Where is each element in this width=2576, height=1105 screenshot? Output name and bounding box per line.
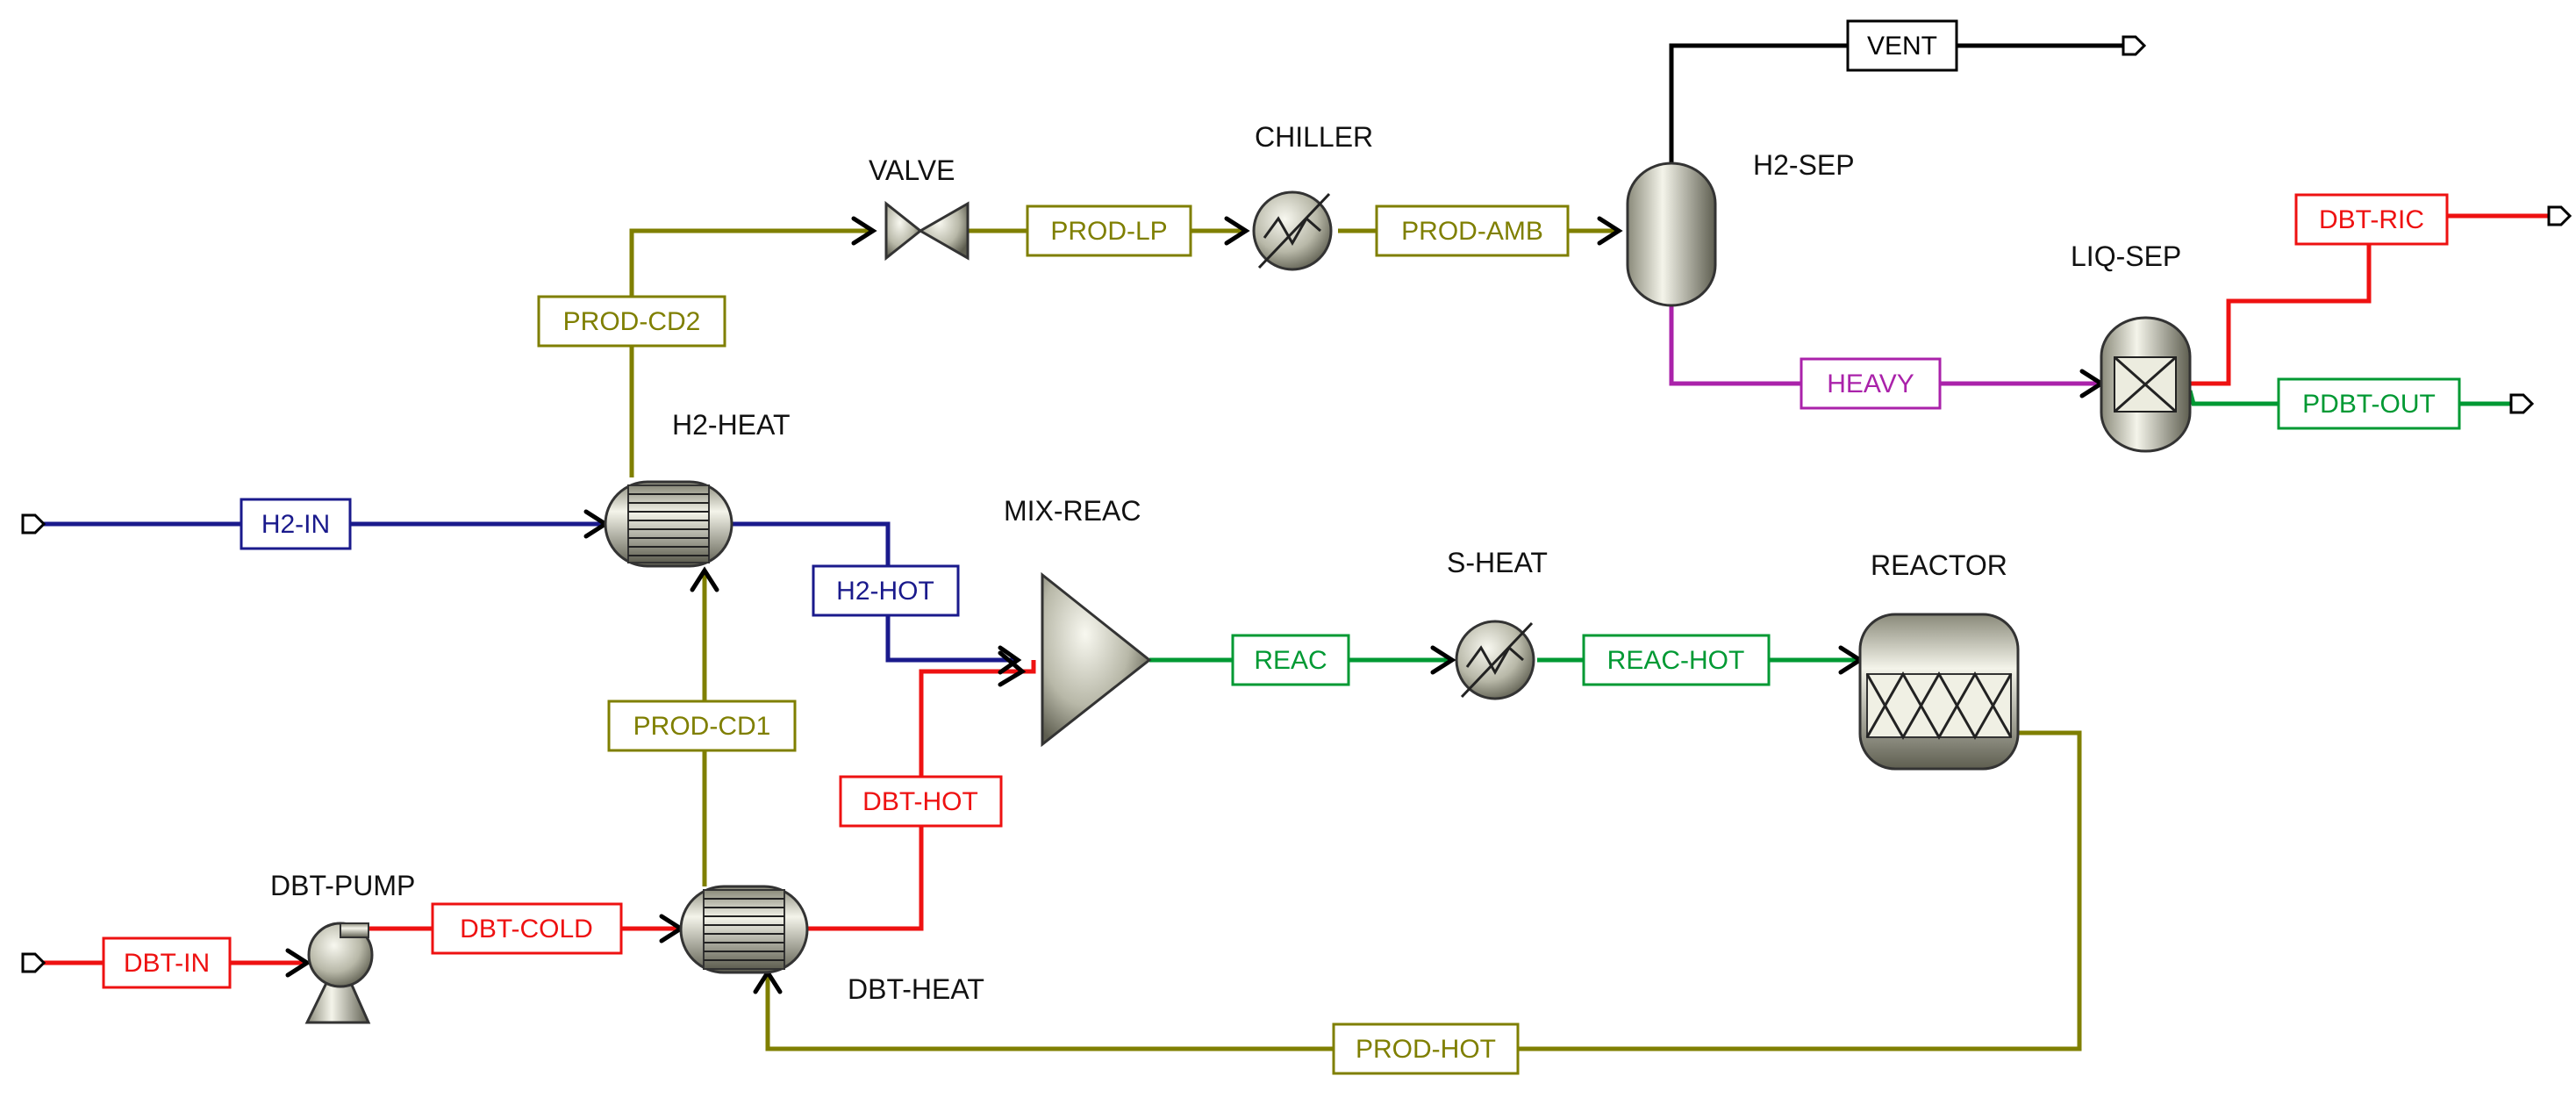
reactor-icon[interactable]	[1858, 613, 2020, 771]
arrow-prod-amb	[1597, 216, 1623, 246]
stream-tag-dbt-ric-text: DBT-RIC	[2319, 205, 2424, 234]
stream-tag-prod-cd2[interactable]: PROD-CD2	[537, 295, 726, 348]
stream-tag-h2-hot[interactable]: H2-HOT	[812, 564, 960, 617]
stream-prod-cd2-line[interactable]	[629, 228, 873, 477]
block-label-dbt-pump: DBT-PUMP	[270, 870, 415, 901]
stream-tag-prod-lp-text: PROD-LP	[1050, 217, 1167, 246]
stream-tag-pdbt-out[interactable]: PDBT-OUT	[2277, 377, 2461, 430]
product-port-pdbt-out-icon	[2509, 393, 2535, 414]
valve-icon[interactable]	[884, 200, 970, 262]
stream-tag-dbt-in-text: DBT-IN	[124, 949, 210, 978]
stream-vent-line[interactable]	[1669, 43, 2123, 174]
chiller-icon[interactable]	[1252, 190, 1333, 271]
arrow-dbt-in	[285, 948, 311, 978]
stream-tag-prod-hot[interactable]: PROD-HOT	[1332, 1022, 1520, 1075]
arrow-reac	[1430, 645, 1456, 675]
stream-tag-dbt-cold[interactable]: DBT-COLD	[431, 902, 623, 955]
stream-dbt-hot-line[interactable]	[807, 660, 1036, 931]
stream-tag-prod-cd2-text: PROD-CD2	[563, 307, 701, 336]
block-label-reactor: REACTOR	[1871, 549, 2007, 581]
stream-tag-h2-hot-text: H2-HOT	[836, 577, 934, 606]
s-heat-heater-icon[interactable]	[1455, 620, 1535, 700]
stream-tag-prod-cd1-text: PROD-CD1	[633, 712, 771, 741]
stream-tag-reac-hot[interactable]: REAC-HOT	[1582, 634, 1771, 686]
stream-tag-pdbt-out-text: PDBT-OUT	[2302, 390, 2436, 419]
stream-prod-hot-line[interactable]	[765, 730, 2082, 1051]
product-port-dbt-ric-icon	[2547, 205, 2572, 226]
arrow-prod-cd1	[690, 566, 719, 592]
stream-tag-dbt-ric[interactable]: DBT-RIC	[2294, 193, 2449, 246]
stream-tag-prod-lp[interactable]: PROD-LP	[1026, 204, 1192, 257]
block-label-s-heat: S-HEAT	[1447, 547, 1548, 578]
arrow-dbt-hot	[998, 650, 1027, 687]
stream-tag-dbt-in[interactable]: DBT-IN	[102, 936, 232, 989]
block-label-chiller: CHILLER	[1255, 121, 1373, 153]
arrow-prod-lp	[1224, 216, 1250, 246]
stream-tag-prod-amb[interactable]: PROD-AMB	[1375, 204, 1570, 257]
liq-sep-separator-icon[interactable]	[2100, 316, 2192, 453]
block-label-dbt-heat: DBT-HEAT	[848, 973, 984, 1005]
block-label-mix-reac: MIX-REAC	[1004, 495, 1141, 527]
block-label-h2-sep: H2-SEP	[1753, 149, 1855, 181]
stream-tag-vent[interactable]: VENT	[1846, 19, 1958, 72]
stream-tag-reac-hot-text: REAC-HOT	[1607, 646, 1745, 675]
stream-heavy-line[interactable]	[1669, 301, 2101, 386]
stream-tag-h2-in[interactable]: H2-IN	[240, 498, 352, 550]
dbt-heat-exchanger-icon[interactable]	[679, 885, 809, 974]
feed-port-dbt-in-icon	[21, 952, 47, 973]
h2-sep-flash-drum-icon[interactable]	[1626, 161, 1717, 307]
product-port-vent-icon	[2122, 35, 2147, 56]
arrow-h2-hot	[998, 645, 1022, 675]
dbt-pump-icon[interactable]	[304, 922, 374, 1024]
arrow-prod-cd2	[851, 216, 877, 246]
stream-tag-prod-hot-text: PROD-HOT	[1356, 1035, 1496, 1064]
stream-tag-prod-cd1[interactable]: PROD-CD1	[607, 700, 797, 752]
stream-tag-reac[interactable]: REAC	[1231, 634, 1350, 686]
stream-tag-heavy-text: HEAVY	[1827, 370, 1914, 398]
stream-tag-prod-amb-text: PROD-AMB	[1401, 217, 1543, 246]
stream-tag-h2-in-text: H2-IN	[261, 510, 330, 539]
block-label-valve: VALVE	[869, 154, 955, 186]
stream-tag-dbt-cold-text: DBT-COLD	[460, 915, 593, 944]
stream-tag-vent-text: VENT	[1867, 32, 1937, 61]
h2-heat-exchanger-icon[interactable]	[604, 480, 733, 568]
feed-port-h2-in-icon	[21, 513, 47, 535]
stream-tag-reac-text: REAC	[1254, 646, 1327, 675]
block-label-h2-heat: H2-HEAT	[672, 409, 791, 441]
block-label-liq-sep: LIQ-SEP	[2071, 240, 2181, 272]
stream-tag-heavy[interactable]: HEAVY	[1800, 357, 1942, 410]
stream-tag-dbt-hot-text: DBT-HOT	[862, 787, 978, 816]
mix-reac-mixer-icon[interactable]	[1041, 571, 1152, 748]
stream-tag-dbt-hot[interactable]: DBT-HOT	[839, 775, 1003, 828]
